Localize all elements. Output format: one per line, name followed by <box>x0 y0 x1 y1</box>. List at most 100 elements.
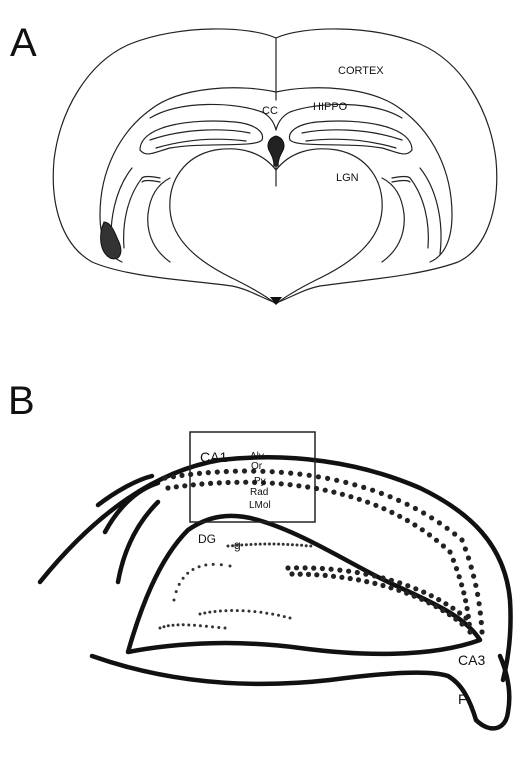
granule-cell <box>286 543 289 546</box>
pyramidal-cell <box>343 480 348 485</box>
panel-a: A <box>10 21 497 305</box>
pyramidal-cell <box>463 546 468 551</box>
pyramidal-cell <box>397 514 402 519</box>
pyramidal-cell <box>447 612 452 617</box>
granule-cell <box>263 543 266 546</box>
pyramidal-cell <box>429 593 434 598</box>
pyramidal-cell <box>288 482 293 487</box>
granule-cell <box>282 543 285 546</box>
granule-cell <box>175 590 178 593</box>
pyramidal-cell <box>479 629 484 634</box>
pyramidal-cell <box>420 527 425 532</box>
granule-cell <box>296 544 299 547</box>
pyramidal-cell <box>242 468 247 473</box>
granule-cell <box>229 565 232 568</box>
pyramidal-cell <box>389 578 394 583</box>
pyramidal-cell <box>469 565 474 570</box>
pyramidal-cell <box>426 600 431 605</box>
pyramidal-cell <box>356 577 361 582</box>
pyramidal-cell <box>314 572 319 577</box>
pyramidal-cell <box>440 608 445 613</box>
panel-b-letter: B <box>8 379 35 423</box>
granule-cell <box>205 625 208 628</box>
label-or: Or <box>251 461 263 472</box>
pyramidal-cell <box>361 485 366 490</box>
pyramidal-cell <box>479 620 484 625</box>
granule-cell <box>182 623 185 626</box>
pyramidal-cell <box>477 601 482 606</box>
pyramidal-cell <box>451 558 456 563</box>
granule-cell <box>187 624 190 627</box>
granule-cell <box>277 614 280 617</box>
granule-cell <box>199 624 202 627</box>
pyramidal-cell <box>459 537 464 542</box>
pyramidal-cell <box>389 510 394 515</box>
pyramidal-cell <box>445 526 450 531</box>
granule-cell <box>271 613 274 616</box>
granule-cell <box>268 543 271 546</box>
pyramidal-cell <box>453 617 458 622</box>
granule-cell <box>291 543 294 546</box>
pyramidal-cell <box>380 575 385 580</box>
granule-cell <box>283 615 286 618</box>
pyramidal-cell <box>364 579 369 584</box>
pyramidal-cell <box>323 488 328 493</box>
pyramidal-cell <box>279 470 284 475</box>
granule-cell <box>212 563 215 566</box>
pyramidal-cell <box>429 515 434 520</box>
pyramidal-cell <box>346 569 351 574</box>
pyramidal-cell <box>397 580 402 585</box>
pyramidal-cell <box>461 590 466 595</box>
pyramidal-cell <box>348 576 353 581</box>
pyramidal-cell <box>297 472 302 477</box>
granule-cell <box>240 544 243 547</box>
pyramidal-cell <box>294 565 299 570</box>
pyramidal-cell <box>188 472 193 477</box>
pyramidal-cell <box>208 481 213 486</box>
granule-cell <box>198 565 201 568</box>
ventricle-shading <box>268 136 284 166</box>
pyramidal-cell <box>320 566 325 571</box>
label-g: g <box>234 538 241 552</box>
pyramidal-cell <box>337 568 342 573</box>
granule-cell <box>219 610 222 613</box>
pyramidal-cell <box>316 474 321 479</box>
label-f: F <box>458 691 467 707</box>
pyramidal-cell <box>396 498 401 503</box>
granule-cell <box>204 564 207 567</box>
pyramidal-cell <box>285 565 290 570</box>
pyramidal-cell <box>357 497 362 502</box>
label-cortex: CORTEX <box>338 65 384 77</box>
granule-cell <box>245 543 248 546</box>
pyramidal-cell <box>234 480 239 485</box>
granule-cell <box>259 611 262 614</box>
pyramidal-cell <box>307 473 312 478</box>
granule-cell <box>193 624 196 627</box>
pyramidal-cell <box>465 606 470 611</box>
pyramidal-cell <box>467 629 472 634</box>
pyramidal-cell <box>306 572 311 577</box>
pyramidal-cell <box>421 510 426 515</box>
granule-cell <box>259 543 262 546</box>
pyramidal-cell <box>467 622 472 627</box>
granule-cell <box>182 577 185 580</box>
pyramidal-cell <box>224 469 229 474</box>
pyramidal-cell <box>466 555 471 560</box>
pyramidal-cell <box>436 597 441 602</box>
pyramidal-cell <box>427 532 432 537</box>
label-hippo: HIPPO <box>313 101 348 113</box>
pyramidal-cell <box>434 538 439 543</box>
granule-cell <box>289 617 292 620</box>
granule-cell <box>199 613 202 616</box>
pyramidal-cell <box>475 592 480 597</box>
pyramidal-cell <box>355 570 360 575</box>
pyramidal-cell <box>174 484 179 489</box>
pyramidal-cell <box>191 482 196 487</box>
pyramidal-cell <box>463 615 468 620</box>
pyramidal-cell <box>279 481 284 486</box>
pyramidal-cell <box>405 502 410 507</box>
pyramidal-cell <box>199 481 204 486</box>
pyramidal-cell <box>296 483 301 488</box>
pyramidal-cell <box>303 565 308 570</box>
pyramidal-cell <box>459 582 464 587</box>
